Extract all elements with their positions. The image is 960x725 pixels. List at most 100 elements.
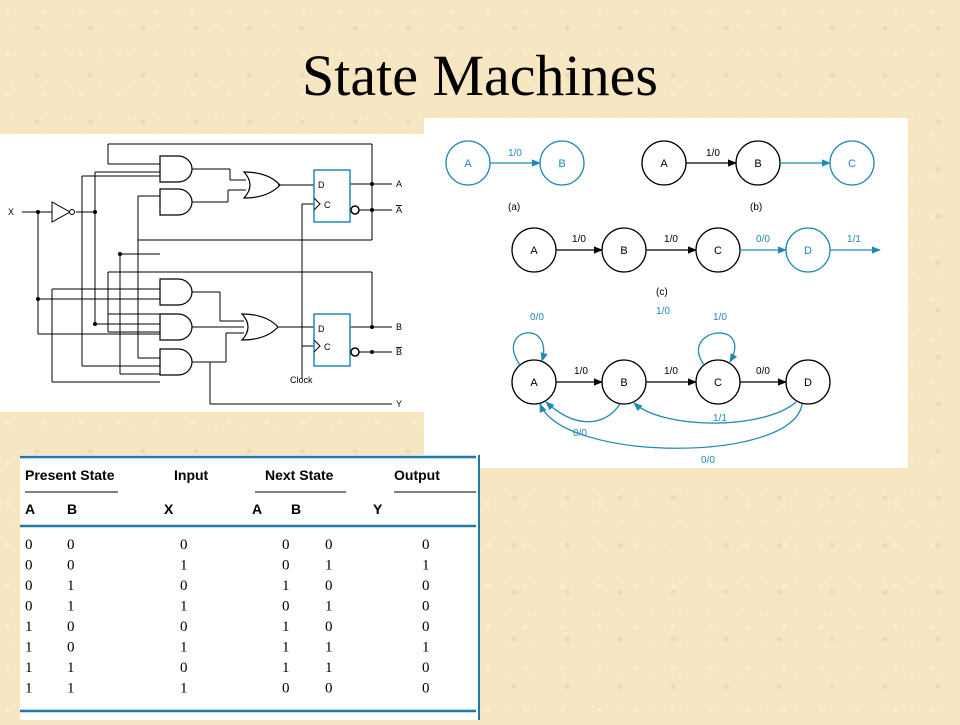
diagram-d-edge-cd: 0/0 [756,366,770,377]
slide-title: State Machines [302,43,658,108]
table-cell: 0 [422,660,430,676]
diagram-a: A B 1/0 (a) [445,140,585,213]
ff1-d-label: D [318,180,325,190]
table-cell: 1 [180,640,188,656]
table-cell: 1 [67,660,75,676]
diagram-d-edge-bc: 1/0 [664,366,678,377]
output-b-label: B [396,322,402,332]
table-cell: 0 [422,681,430,697]
diagram-b-caption: (b) [750,202,762,213]
table-cell: 0 [25,578,33,594]
table-cell: 1 [25,681,33,697]
table-cell: 0 [422,578,430,594]
and-gate-4 [159,313,193,341]
output-y-label: Y [396,399,402,409]
table-cell: 1 [325,640,333,656]
table-cell: 1 [282,660,290,676]
table-cell: 0 [325,578,333,594]
table-cell: 0 [25,599,33,615]
table-cell: 1 [180,558,188,574]
diagram-d-edge-db: 1/1 [713,413,727,424]
table-cell: 0 [180,619,188,635]
diagram-c-edge-bc: 1/0 [664,234,678,245]
table-cell: 1 [67,599,75,615]
table-cell: 1 [325,660,333,676]
ff2-d-label: D [318,324,325,334]
circuit-svg: D C D C X A A B B Y Clock [8,143,402,409]
diagram-b-label-a: A [660,158,668,170]
clock-label: Clock [290,375,313,385]
table-cell: 1 [422,640,430,656]
diagram-c-label-b: B [620,245,627,257]
table-cell: 1 [25,640,33,656]
state-diagram-panel: A B 1/0 (a) A B C 1/0 (b) A B C D 1/0 1/… [424,118,908,468]
diagram-c-edge-cd: 0/0 [756,234,770,245]
diagram-d-label-c: C [714,377,722,389]
table-cell: 0 [282,599,290,615]
and-gates [159,155,193,376]
table-cell: 1 [67,578,75,594]
and-gate-1 [159,155,193,183]
or-gate-1 [242,171,281,199]
header-input: Input [174,467,209,483]
diagram-b-edge-label: 1/0 [706,148,720,159]
diagram-d-label-top: 1/0 [656,306,670,317]
table-cell: 0 [325,619,333,635]
table-cell: 1 [422,558,430,574]
table-cell: 1 [325,599,333,615]
diagram-d-loop-a-label: 0/0 [530,312,544,323]
not-gate [51,201,75,223]
table-cell: 0 [180,660,188,676]
table-cell: 0 [282,681,290,697]
diagram-c-label-d: D [804,245,812,257]
diagram-d-edge-ab: 1/0 [574,366,588,377]
diagram-a-caption: (a) [508,202,520,213]
table-cell: 0 [180,578,188,594]
table-cell: 0 [25,537,33,553]
table-cell: 1 [180,681,188,697]
table-cell: 0 [67,640,75,656]
diagram-c: A B C D 1/0 1/0 0/0 1/1 (c) [511,227,881,298]
diagram-b: A B C 1/0 (b) [641,140,875,213]
output-a-bar-label: A [396,205,402,215]
header-output: Output [394,467,440,483]
col-header-next-b: B [291,501,301,517]
diagram-d-label-d: D [804,377,812,389]
table-cell: 0 [422,537,430,553]
circuit-junctions [36,182,374,354]
table-cell: 0 [180,537,188,553]
diagram-b-label-b: B [754,158,761,170]
flip-flop-2: D C [313,313,360,367]
table-cell: 1 [282,578,290,594]
diagram-c-edge-d-out: 1/1 [847,234,861,245]
circuit-diagram: D C D C X A A B B Y Clock [0,134,424,412]
table-cell: 1 [325,558,333,574]
col-header-next-a: A [252,501,262,517]
and-gate-2 [159,188,193,216]
header-present-state: Present State [25,467,115,483]
diagram-a-label-a: A [464,158,472,170]
ff1-c-label: C [324,200,331,210]
table-cell: 0 [67,619,75,635]
ff2-c-label: C [324,342,331,352]
col-header-b: B [67,501,77,517]
table-cell: 1 [25,660,33,676]
table-cell: 0 [25,558,33,574]
diagram-d-label-a: A [530,377,538,389]
and-gate-3 [159,278,193,306]
col-header-y: Y [373,501,383,517]
table-cell: 0 [422,599,430,615]
diagram-a-label-b: B [558,158,565,170]
table-cell: 1 [25,619,33,635]
diagram-c-edge-ab: 1/0 [572,234,586,245]
table-cell: 0 [67,558,75,574]
and-gate-5 [159,348,193,376]
diagram-a-edge-label: 1/0 [508,148,522,159]
header-next-state: Next State [265,467,334,483]
col-header-x: X [164,501,174,517]
diagram-d-label-b: B [620,377,627,389]
diagram-b-label-c: C [848,158,856,170]
diagram-d: A B C D 1/0 1/0 0/0 0/0 1/0 1/0 1/1 0/0 … [511,306,831,466]
output-a-label: A [396,179,402,189]
